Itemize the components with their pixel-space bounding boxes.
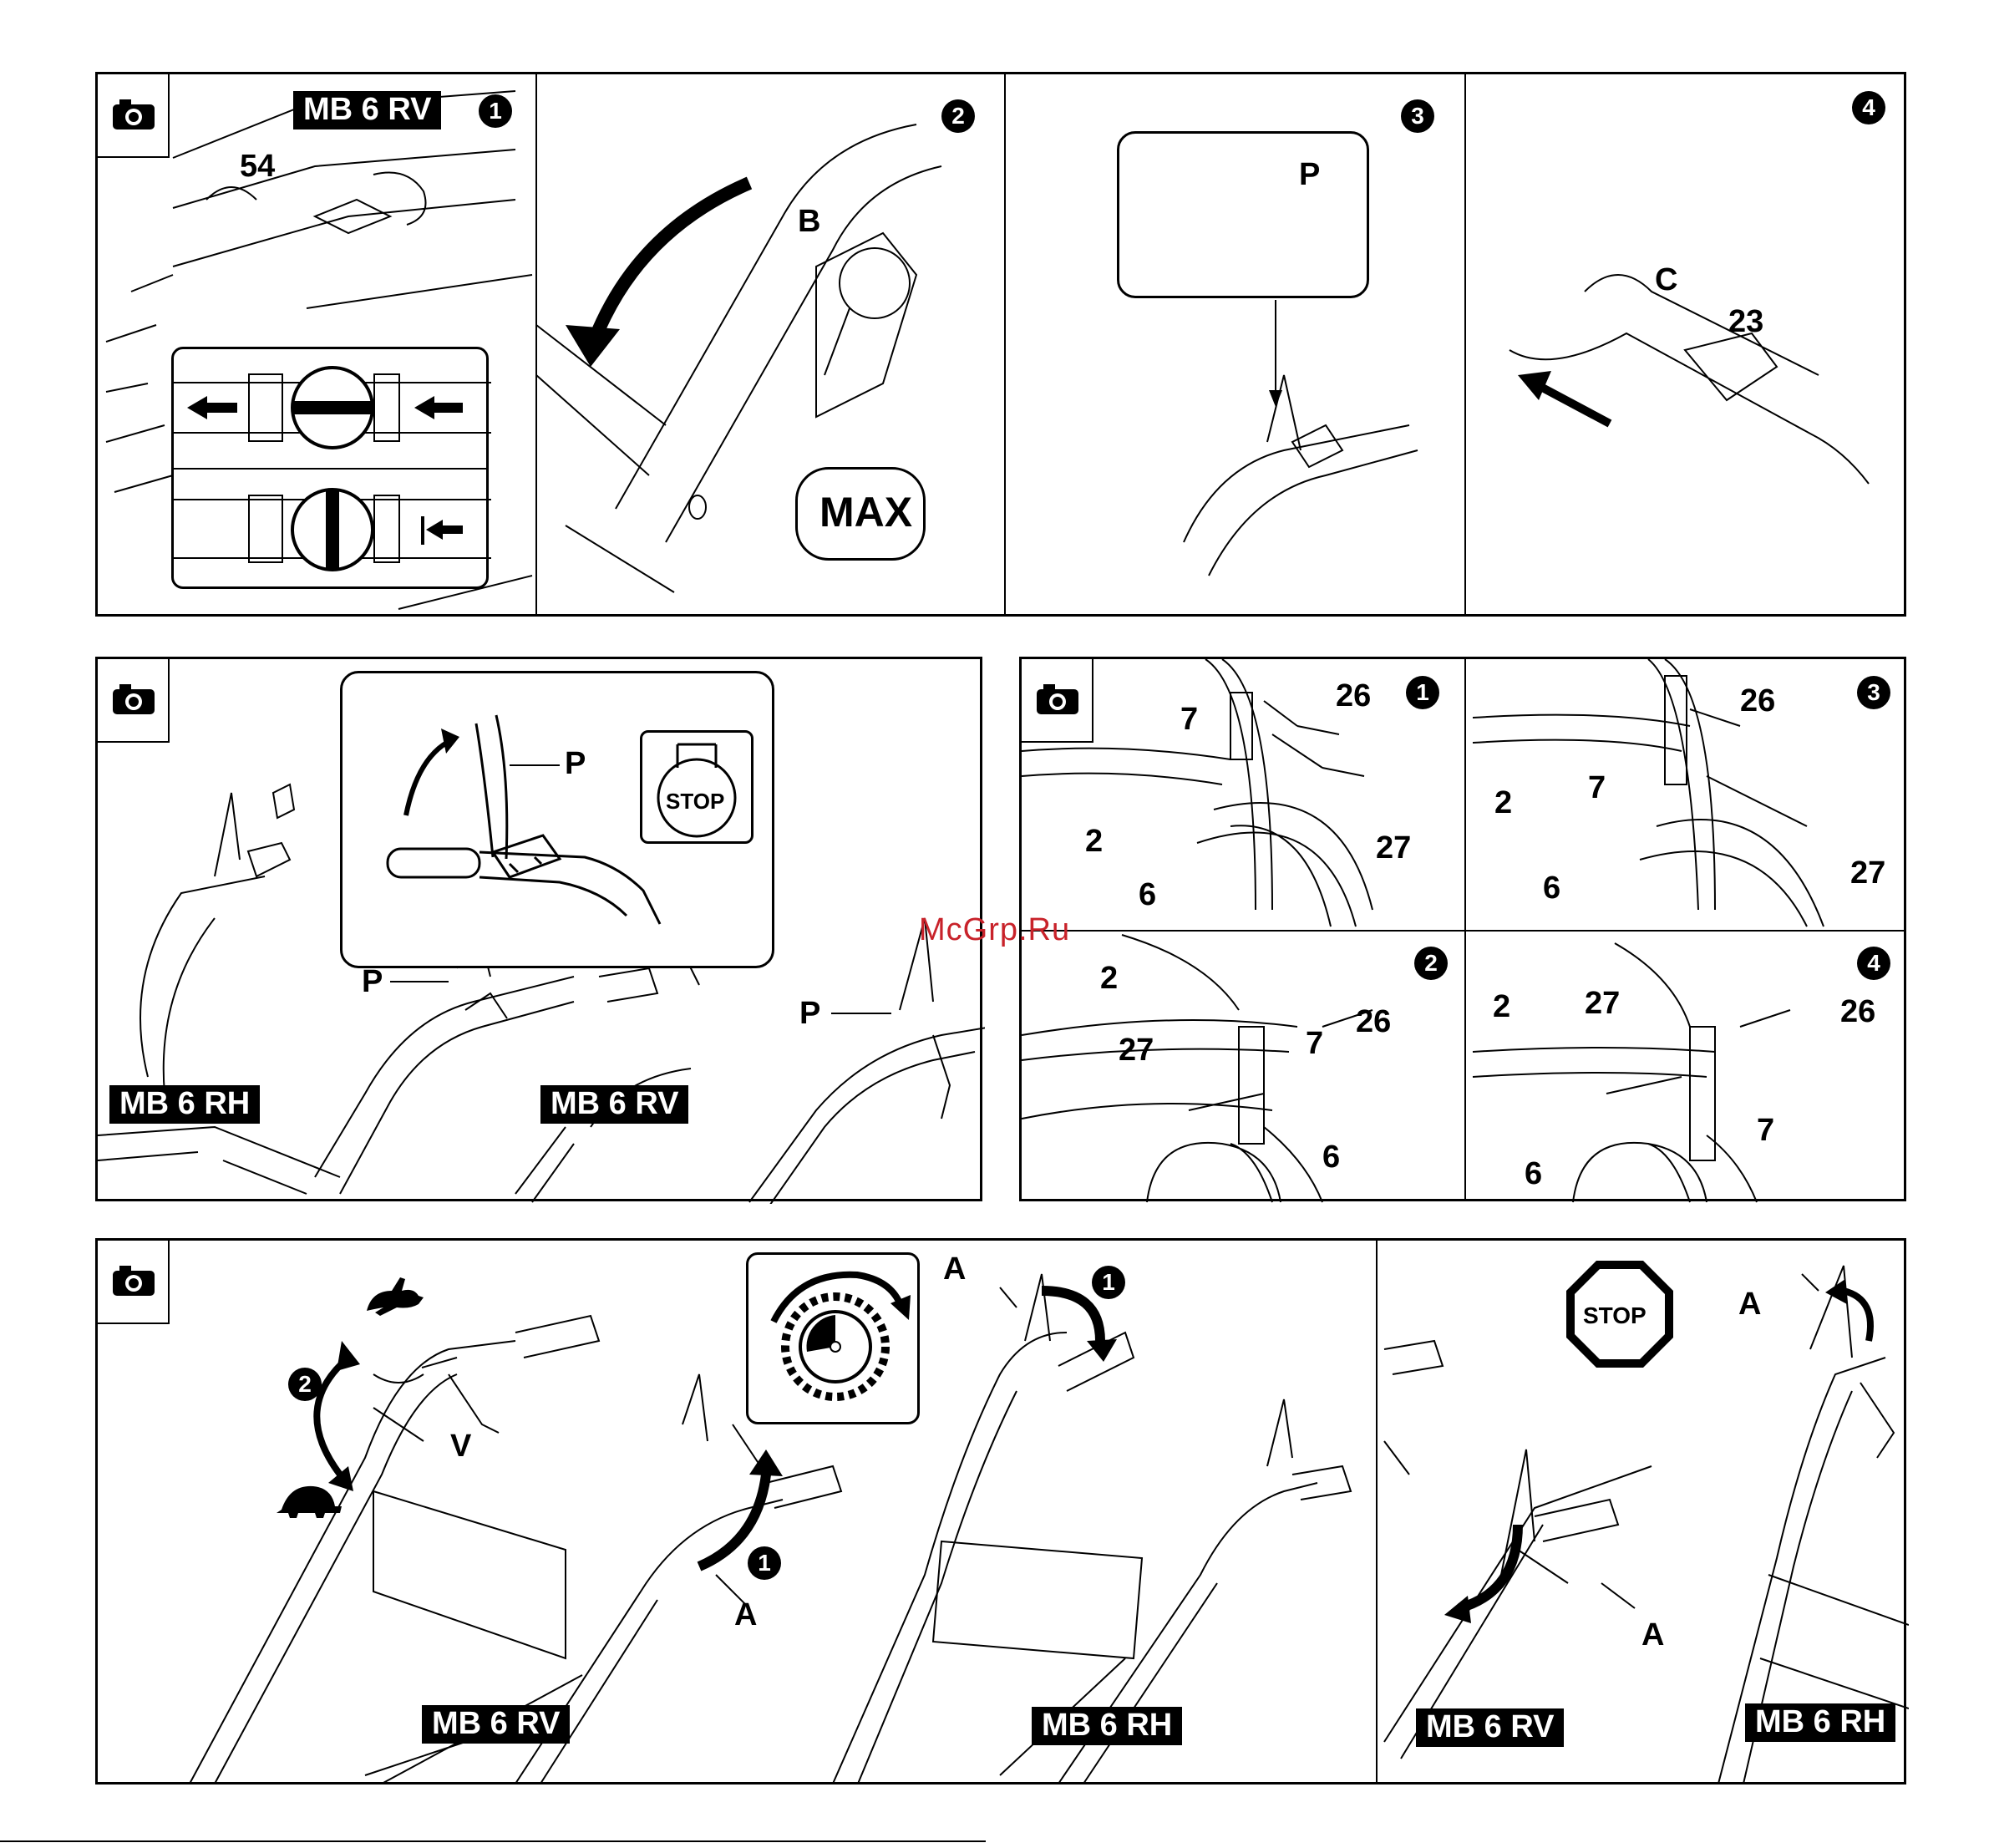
part-label-2: 2	[1085, 825, 1103, 858]
max-text: MAX	[819, 488, 912, 536]
part-label-a: A	[734, 1598, 757, 1632]
part-label-6: 6	[1322, 1140, 1340, 1174]
step-number: 3	[1401, 99, 1434, 133]
max-badge: MAX	[795, 467, 926, 561]
part-label-2: 2	[1494, 786, 1512, 820]
panel-stop-lever: P STOP P P MB 6 RH MB 6 RV	[95, 657, 982, 1201]
step-number: 4	[1852, 91, 1885, 124]
step-number: 1	[748, 1546, 781, 1580]
model-label: MB 6 RV	[540, 1085, 688, 1124]
part-label-6: 6	[1139, 878, 1156, 911]
part-label-7: 7	[1757, 1114, 1774, 1147]
part-label-6: 6	[1543, 871, 1560, 905]
model-label: MB 6 RV	[422, 1705, 570, 1744]
fuel-valve-drawing	[174, 349, 491, 591]
panel-drive-control: 2 V A 1 A 1 STOP A A MB 6 RV MB 6 RH MB …	[95, 1238, 1906, 1785]
lever-inset	[1117, 131, 1369, 298]
part-label-27: 27	[1376, 831, 1411, 865]
part-label-2: 2	[1100, 962, 1118, 995]
part-label-26: 26	[1356, 1005, 1391, 1038]
model-label: MB 6 RH	[1032, 1707, 1182, 1745]
camera-icon	[111, 98, 156, 131]
part-label-a: A	[1738, 1287, 1761, 1321]
part-label-6: 6	[1525, 1157, 1542, 1191]
part-label-23: 23	[1728, 305, 1763, 338]
part-label-27: 27	[1850, 856, 1885, 890]
camera-icon-box	[1022, 659, 1093, 743]
camera-icon-box	[98, 1241, 170, 1324]
model-label: MB 6 RH	[1745, 1703, 1895, 1742]
step-number: 2	[288, 1368, 322, 1401]
watermark: McGrp.Ru	[919, 912, 1070, 948]
rotary-knob-icon	[748, 1255, 922, 1427]
footer-rule	[0, 1840, 986, 1842]
part-label-a: A	[943, 1252, 966, 1286]
part-label-26: 26	[1740, 684, 1775, 718]
part-label-27: 27	[1119, 1033, 1154, 1067]
rabbit-icon	[363, 1271, 427, 1317]
step-number: 1	[1092, 1266, 1125, 1299]
step-number: 1	[479, 94, 512, 128]
camera-icon	[1035, 683, 1080, 716]
panel-fuel-throttle: MB 6 RV 1 54 2 B MAX 3 P 4 C 23	[95, 72, 1906, 617]
part-label-p: P	[1299, 158, 1320, 191]
step-number: 3	[1857, 676, 1890, 709]
panel3-drawing	[1022, 659, 1909, 1204]
stop-text: STOP	[1583, 1299, 1647, 1333]
part-label-b: B	[798, 205, 820, 238]
rotary-knob-box	[746, 1252, 920, 1424]
fuel-valve-inset	[171, 347, 489, 589]
camera-icon	[111, 1264, 156, 1297]
part-label-27: 27	[1585, 987, 1620, 1020]
camera-icon-box	[98, 74, 170, 158]
part-label-26: 26	[1840, 995, 1875, 1028]
step-number: 1	[1406, 676, 1439, 709]
model-label: MB 6 RH	[109, 1085, 260, 1124]
panel-wheel-assembly: 1 7 26 2 27 6 3 26 2 7 6 27 2 2 7 26 27 …	[1019, 657, 1906, 1201]
step-number: 2	[1414, 947, 1448, 980]
part-label-2: 2	[1493, 990, 1510, 1023]
part-label-7: 7	[1306, 1027, 1323, 1060]
model-label: MB 6 RV	[293, 91, 441, 129]
step-number: 2	[941, 99, 975, 133]
part-label-a: A	[1641, 1618, 1664, 1652]
part-label-26: 26	[1336, 679, 1371, 713]
part-label-7: 7	[1180, 703, 1198, 736]
turtle-icon	[273, 1481, 343, 1520]
part-label-54: 54	[240, 150, 275, 183]
part-label-v: V	[450, 1429, 471, 1463]
part-label-7: 7	[1588, 771, 1606, 805]
part-label-c: C	[1655, 263, 1677, 297]
step-number: 4	[1857, 947, 1890, 980]
model-label: MB 6 RV	[1416, 1708, 1564, 1747]
